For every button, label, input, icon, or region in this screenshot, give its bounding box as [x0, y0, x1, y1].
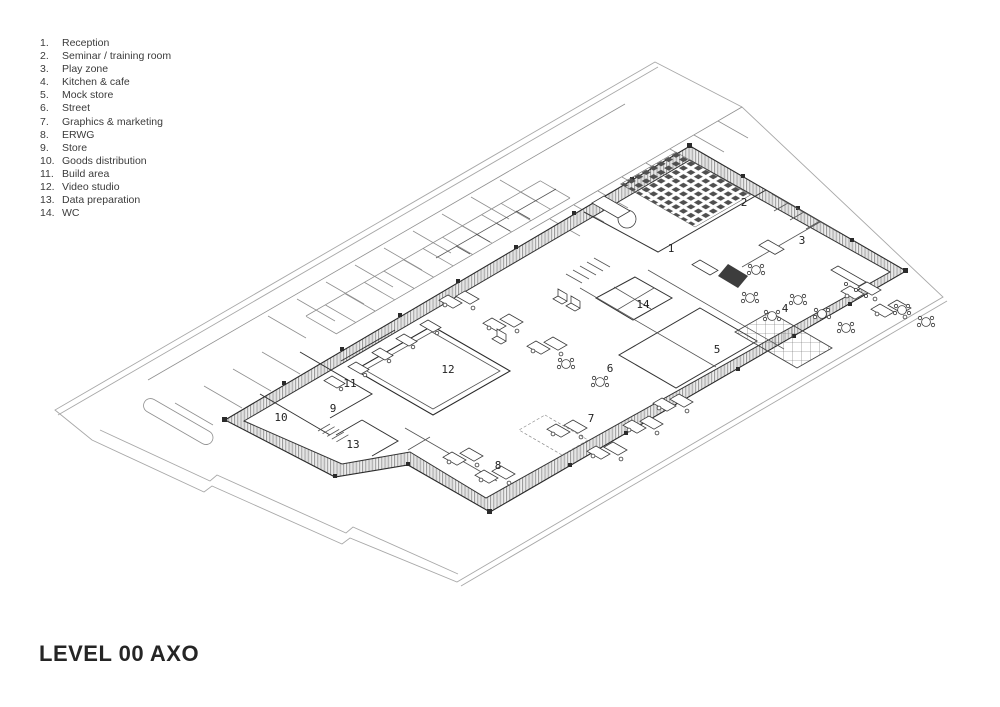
legend-item: 12. Video studio	[40, 181, 171, 194]
road-inner-edge	[99, 429, 459, 575]
legend-number: 1.	[40, 37, 49, 49]
legend-item: 6. Street	[40, 102, 171, 115]
building-walls	[222, 143, 908, 514]
page-title: LEVEL 00 AXO	[39, 641, 200, 666]
parking-slab-edge	[529, 106, 743, 231]
room-label-8: 8	[495, 459, 502, 472]
legend-label: Kitchen & cafe	[62, 76, 130, 89]
wc-block-walls	[594, 276, 674, 321]
parking-ticks-sw	[174, 351, 301, 426]
room-label-7: 7	[588, 412, 595, 425]
legend-item: 9. Store	[40, 142, 171, 155]
site-edge-inner-se	[460, 300, 948, 587]
ne-corridor-wall	[771, 193, 839, 233]
legend-item: 4. Kitchen & cafe	[40, 76, 171, 89]
room-label-12: 12	[441, 363, 454, 376]
legend-item: 2. Seminar / training room	[40, 50, 171, 63]
interior-walls	[259, 151, 839, 482]
site-outline	[54, 61, 944, 583]
legend: 1. Reception 2. Seminar / training room 3.…	[40, 37, 171, 220]
legend-label: ERWG	[62, 128, 95, 141]
room-label-6: 6	[607, 362, 614, 375]
legend-label: Data preparation	[62, 194, 141, 207]
play-table	[758, 239, 785, 255]
room-label-2: 2	[741, 196, 748, 209]
legend-item: 5. Mock store	[40, 89, 171, 102]
seminar-seating-grid	[620, 151, 751, 228]
legend-number: 5.	[40, 89, 49, 102]
legend-item: 7. Graphics & marketing	[40, 116, 171, 129]
reception-desk	[691, 259, 719, 276]
wing-partitions	[259, 329, 399, 457]
legend-number: 12.	[40, 181, 55, 194]
legend-number: 11.	[40, 167, 54, 180]
legend-label: Video studio	[62, 181, 120, 194]
room-label-3: 3	[799, 234, 806, 247]
legend-item: 3. Play zone	[40, 63, 171, 76]
legend-label: Graphics & marketing	[62, 115, 163, 128]
legend-number: 10.	[40, 154, 55, 167]
legend-number: 3.	[40, 63, 49, 76]
legend-label: WC	[62, 207, 80, 220]
legend-item: 1. Reception	[40, 37, 171, 50]
furniture	[317, 195, 936, 486]
room-label-10: 10	[274, 411, 287, 424]
room-label-1: 1	[668, 242, 675, 255]
room-label-9: 9	[330, 402, 337, 415]
legend-number: 9.	[40, 141, 49, 154]
legend-label: Reception	[62, 37, 110, 49]
room-label-4: 4	[782, 302, 789, 315]
legend-label: Mock store	[62, 89, 114, 102]
legend-number: 14.	[40, 207, 55, 220]
parking-island	[143, 398, 214, 445]
stair-treads	[565, 257, 611, 284]
seminar-room-walls	[583, 189, 767, 253]
room-label-14: 14	[636, 298, 650, 311]
legend-label: Build area	[62, 167, 110, 180]
legend-number: 7.	[40, 115, 49, 128]
legend-number: 13.	[40, 194, 55, 207]
legend-label: Seminar / training room	[62, 50, 172, 63]
legend-number: 6.	[40, 102, 49, 115]
legend-number: 2.	[40, 50, 49, 63]
legend-label: Store	[62, 141, 88, 154]
wall-inner-edge	[242, 159, 892, 499]
parking-aisle-line	[147, 103, 626, 381]
legend-label: Play zone	[62, 63, 109, 76]
playzone-divider	[741, 221, 821, 268]
elevator-box	[591, 195, 631, 219]
mock-store-walls	[618, 307, 758, 389]
legend-item: 8. ERWG	[40, 129, 171, 142]
legend-label: Street	[62, 102, 91, 115]
legend-item: 10. Goods distribution	[40, 155, 171, 168]
room-number-labels: 1 2 3 4 5 6 7 8 9 10 11 12 13 14	[274, 196, 805, 472]
legend-item: 13. Data preparation	[40, 194, 171, 207]
legend-number: 8.	[40, 128, 49, 141]
play-structure	[718, 264, 748, 288]
winter-garden	[734, 311, 833, 369]
room-label-11: 11	[343, 377, 356, 390]
meeting-room-fronts	[435, 188, 557, 259]
room-label-13: 13	[346, 438, 359, 451]
bar-counter	[830, 265, 867, 287]
legend-item: 11. Build area	[40, 168, 171, 181]
legend-label: Goods distribution	[62, 154, 147, 167]
room-label-5: 5	[714, 343, 721, 356]
site-edge-inner-nw	[57, 66, 659, 416]
legend-number: 4.	[40, 76, 49, 89]
floor-grate	[317, 423, 349, 443]
legend-item: 14. WC	[40, 207, 171, 220]
